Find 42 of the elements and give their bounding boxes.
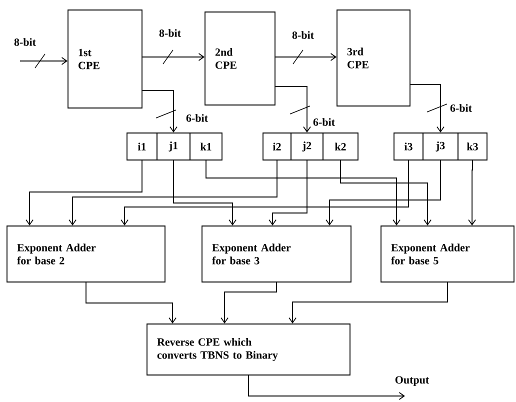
- arrow: [288, 282, 448, 324]
- register-cell: i2: [262, 132, 292, 160]
- arrow: [68, 160, 278, 226]
- arrow: [120, 160, 409, 226]
- arrow: [326, 160, 441, 226]
- edge-label: 8-bit: [291, 30, 315, 40]
- edge-label: 8-bit: [13, 37, 37, 47]
- cpe-box: 3rd CPE: [336, 10, 410, 106]
- adder-box: Exponent Adder for base 2: [6, 226, 166, 282]
- arrow: [410, 84, 444, 133]
- edge-label: 6-bit: [449, 103, 473, 113]
- arrow: [340, 160, 432, 226]
- register-cell: j3: [422, 132, 458, 160]
- edge-label: Output: [394, 375, 430, 387]
- adder-box: Exponent Adder for base 5: [380, 226, 514, 282]
- arrow: [142, 53, 205, 61]
- arrow: [248, 375, 405, 400]
- arrow: [275, 53, 337, 61]
- arrow: [26, 160, 142, 226]
- arrow: [142, 90, 178, 133]
- edge-label: 8-bit: [158, 28, 182, 38]
- arrow: [275, 86, 311, 133]
- register-cell: j2: [290, 132, 324, 160]
- arrow: [468, 160, 476, 226]
- register-cell: k1: [190, 132, 222, 160]
- register-cell: i1: [126, 132, 158, 160]
- cpe-box: 2nd CPE: [204, 12, 276, 106]
- arrow: [220, 282, 277, 324]
- arrow: [268, 160, 308, 226]
- edge-label: 6-bit: [312, 117, 336, 127]
- arrow: [86, 282, 176, 324]
- register-cell: k3: [458, 132, 488, 160]
- adder-box: Exponent Adder for base 3: [202, 226, 352, 282]
- converter-box: Reverse CPE which converts TBNS to Binary: [146, 324, 350, 376]
- arrow: [206, 160, 400, 226]
- arrow: [20, 57, 68, 65]
- register-cell: j1: [156, 132, 190, 160]
- arrow: [173, 160, 236, 226]
- register-cell: k2: [322, 132, 358, 160]
- register-cell: i3: [394, 132, 424, 160]
- edge-label: 6-bit: [185, 113, 209, 123]
- cpe-box: 1st CPE: [68, 10, 142, 108]
